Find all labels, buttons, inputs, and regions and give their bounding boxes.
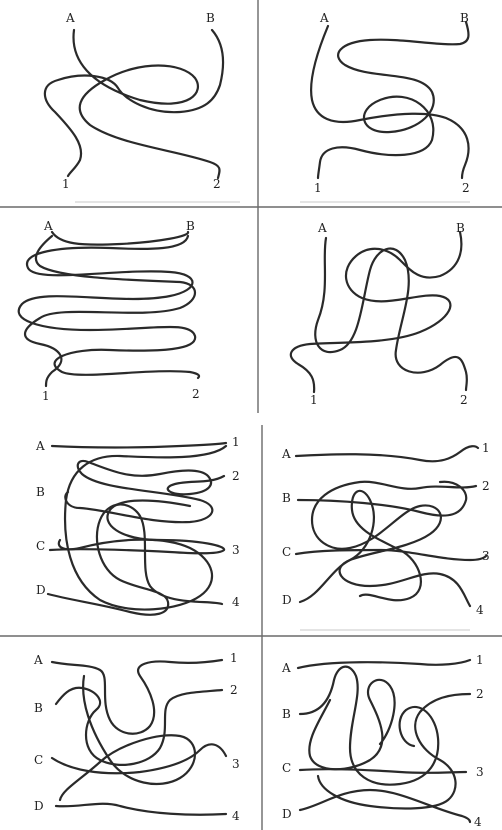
panel-6: A 1 2 B C 3 D 4 — [281, 441, 490, 617]
label-a: A — [281, 447, 291, 461]
label-a: A — [319, 11, 329, 25]
label-c: C — [36, 539, 45, 553]
label-a: A — [33, 653, 43, 667]
label-a: A — [317, 221, 327, 235]
maze-path — [52, 660, 222, 734]
label-2: 2 — [482, 479, 490, 493]
label-b: B — [460, 11, 469, 25]
label-b: B — [206, 11, 215, 25]
label-2: 2 — [192, 387, 200, 401]
label-4: 4 — [474, 815, 482, 829]
maze-path — [52, 744, 226, 773]
label-1: 1 — [310, 393, 318, 407]
maze-path — [300, 769, 466, 773]
maze-path — [315, 238, 467, 390]
label-c: C — [282, 761, 291, 775]
label-a: A — [65, 11, 75, 25]
label-a: A — [281, 661, 291, 675]
maze-path — [52, 232, 188, 245]
maze-path — [56, 804, 226, 815]
label-2: 2 — [460, 393, 468, 407]
panel-4: A B 1 2 — [291, 221, 468, 407]
label-1: 1 — [232, 435, 240, 449]
maze-path — [298, 660, 470, 668]
label-b: B — [282, 491, 291, 505]
maze-path — [52, 443, 226, 448]
label-1: 1 — [62, 177, 70, 191]
label-2: 2 — [476, 687, 484, 701]
label-c: C — [34, 753, 43, 767]
label-2: 2 — [213, 177, 221, 191]
label-1: 1 — [476, 653, 484, 667]
label-d: D — [282, 807, 292, 821]
label-1: 1 — [42, 389, 50, 403]
label-4: 4 — [476, 603, 484, 617]
maze-path — [74, 30, 220, 178]
label-3: 3 — [232, 543, 240, 557]
label-d: D — [282, 593, 292, 607]
maze-path — [296, 550, 486, 560]
maze-path — [300, 790, 470, 822]
panel-2: A B 1 2 — [311, 11, 470, 195]
label-a: A — [35, 439, 45, 453]
label-1: 1 — [314, 181, 322, 195]
label-3: 3 — [482, 549, 490, 563]
maze-path — [59, 446, 226, 610]
label-c: C — [282, 545, 291, 559]
maze-path — [296, 446, 478, 461]
maze-path — [45, 30, 223, 176]
label-3: 3 — [232, 757, 240, 771]
label-1: 1 — [482, 441, 490, 455]
label-b: B — [282, 707, 291, 721]
label-4: 4 — [232, 595, 240, 609]
label-b: B — [34, 701, 43, 715]
label-d: D — [34, 799, 44, 813]
label-2: 2 — [230, 683, 238, 697]
maze-path — [60, 676, 195, 800]
maze-path — [25, 236, 195, 386]
panel-7: A 1 B 2 C 3 D 4 — [33, 651, 240, 823]
label-2: 2 — [232, 469, 240, 483]
label-a: A — [43, 219, 53, 233]
label-d: D — [36, 583, 46, 597]
label-b: B — [36, 485, 45, 499]
maze-path — [19, 236, 199, 378]
label-b: B — [186, 219, 195, 233]
panel-8: A 1 2 B C 3 D 4 — [281, 653, 484, 829]
label-2: 2 — [462, 181, 470, 195]
panel-1: A B 1 2 — [45, 11, 223, 191]
maze-path — [65, 461, 224, 522]
label-1: 1 — [230, 651, 238, 665]
maze-path — [318, 22, 468, 178]
label-b: B — [456, 221, 465, 235]
label-4: 4 — [232, 809, 240, 823]
panel-5: A 1 2 B C 3 D 4 — [35, 435, 240, 615]
panel-3: A B 1 2 — [19, 219, 200, 403]
label-3: 3 — [476, 765, 484, 779]
